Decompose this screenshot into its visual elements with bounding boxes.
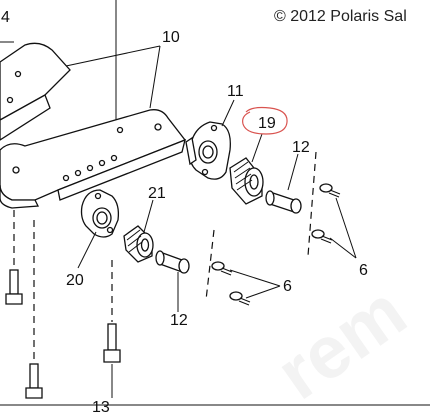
callout-10: 10: [162, 29, 180, 46]
screw-part-6-a: [211, 261, 233, 276]
bolt-part-12-top: [265, 190, 302, 214]
leader-lines: [65, 45, 357, 398]
bolt-left-upper: [5, 269, 23, 305]
callout-19: 19: [258, 115, 276, 132]
bearing-housing-part-11: [185, 121, 231, 180]
callout-20: 20: [66, 272, 84, 289]
gear-part-19: [229, 157, 264, 205]
copyright-text: © 2012 Polaris Sal: [274, 8, 407, 25]
callout-21: 21: [148, 185, 166, 202]
screw-part-6-d: [311, 229, 333, 244]
callout-6-mid: 6: [283, 278, 292, 295]
bolt-part-12-bottom: [155, 250, 190, 274]
callout-11: 11: [227, 83, 244, 100]
alignment-lines: [13, 151, 317, 362]
gear-part-21: [123, 225, 154, 263]
highlight-circle: [242, 106, 288, 135]
callout-4: 4: [1, 9, 10, 26]
bearing-housing-part-20: [80, 189, 120, 238]
bracket-part-10: [0, 0, 187, 209]
callout-12-top: 12: [292, 139, 310, 156]
bolt-part-13: [103, 323, 121, 363]
bolt-left-lower: [25, 363, 43, 399]
screw-part-6-b: [229, 291, 251, 306]
screw-part-6-c: [319, 183, 341, 198]
callout-6-right: 6: [359, 262, 368, 279]
callout-12-bottom: 12: [170, 312, 188, 329]
